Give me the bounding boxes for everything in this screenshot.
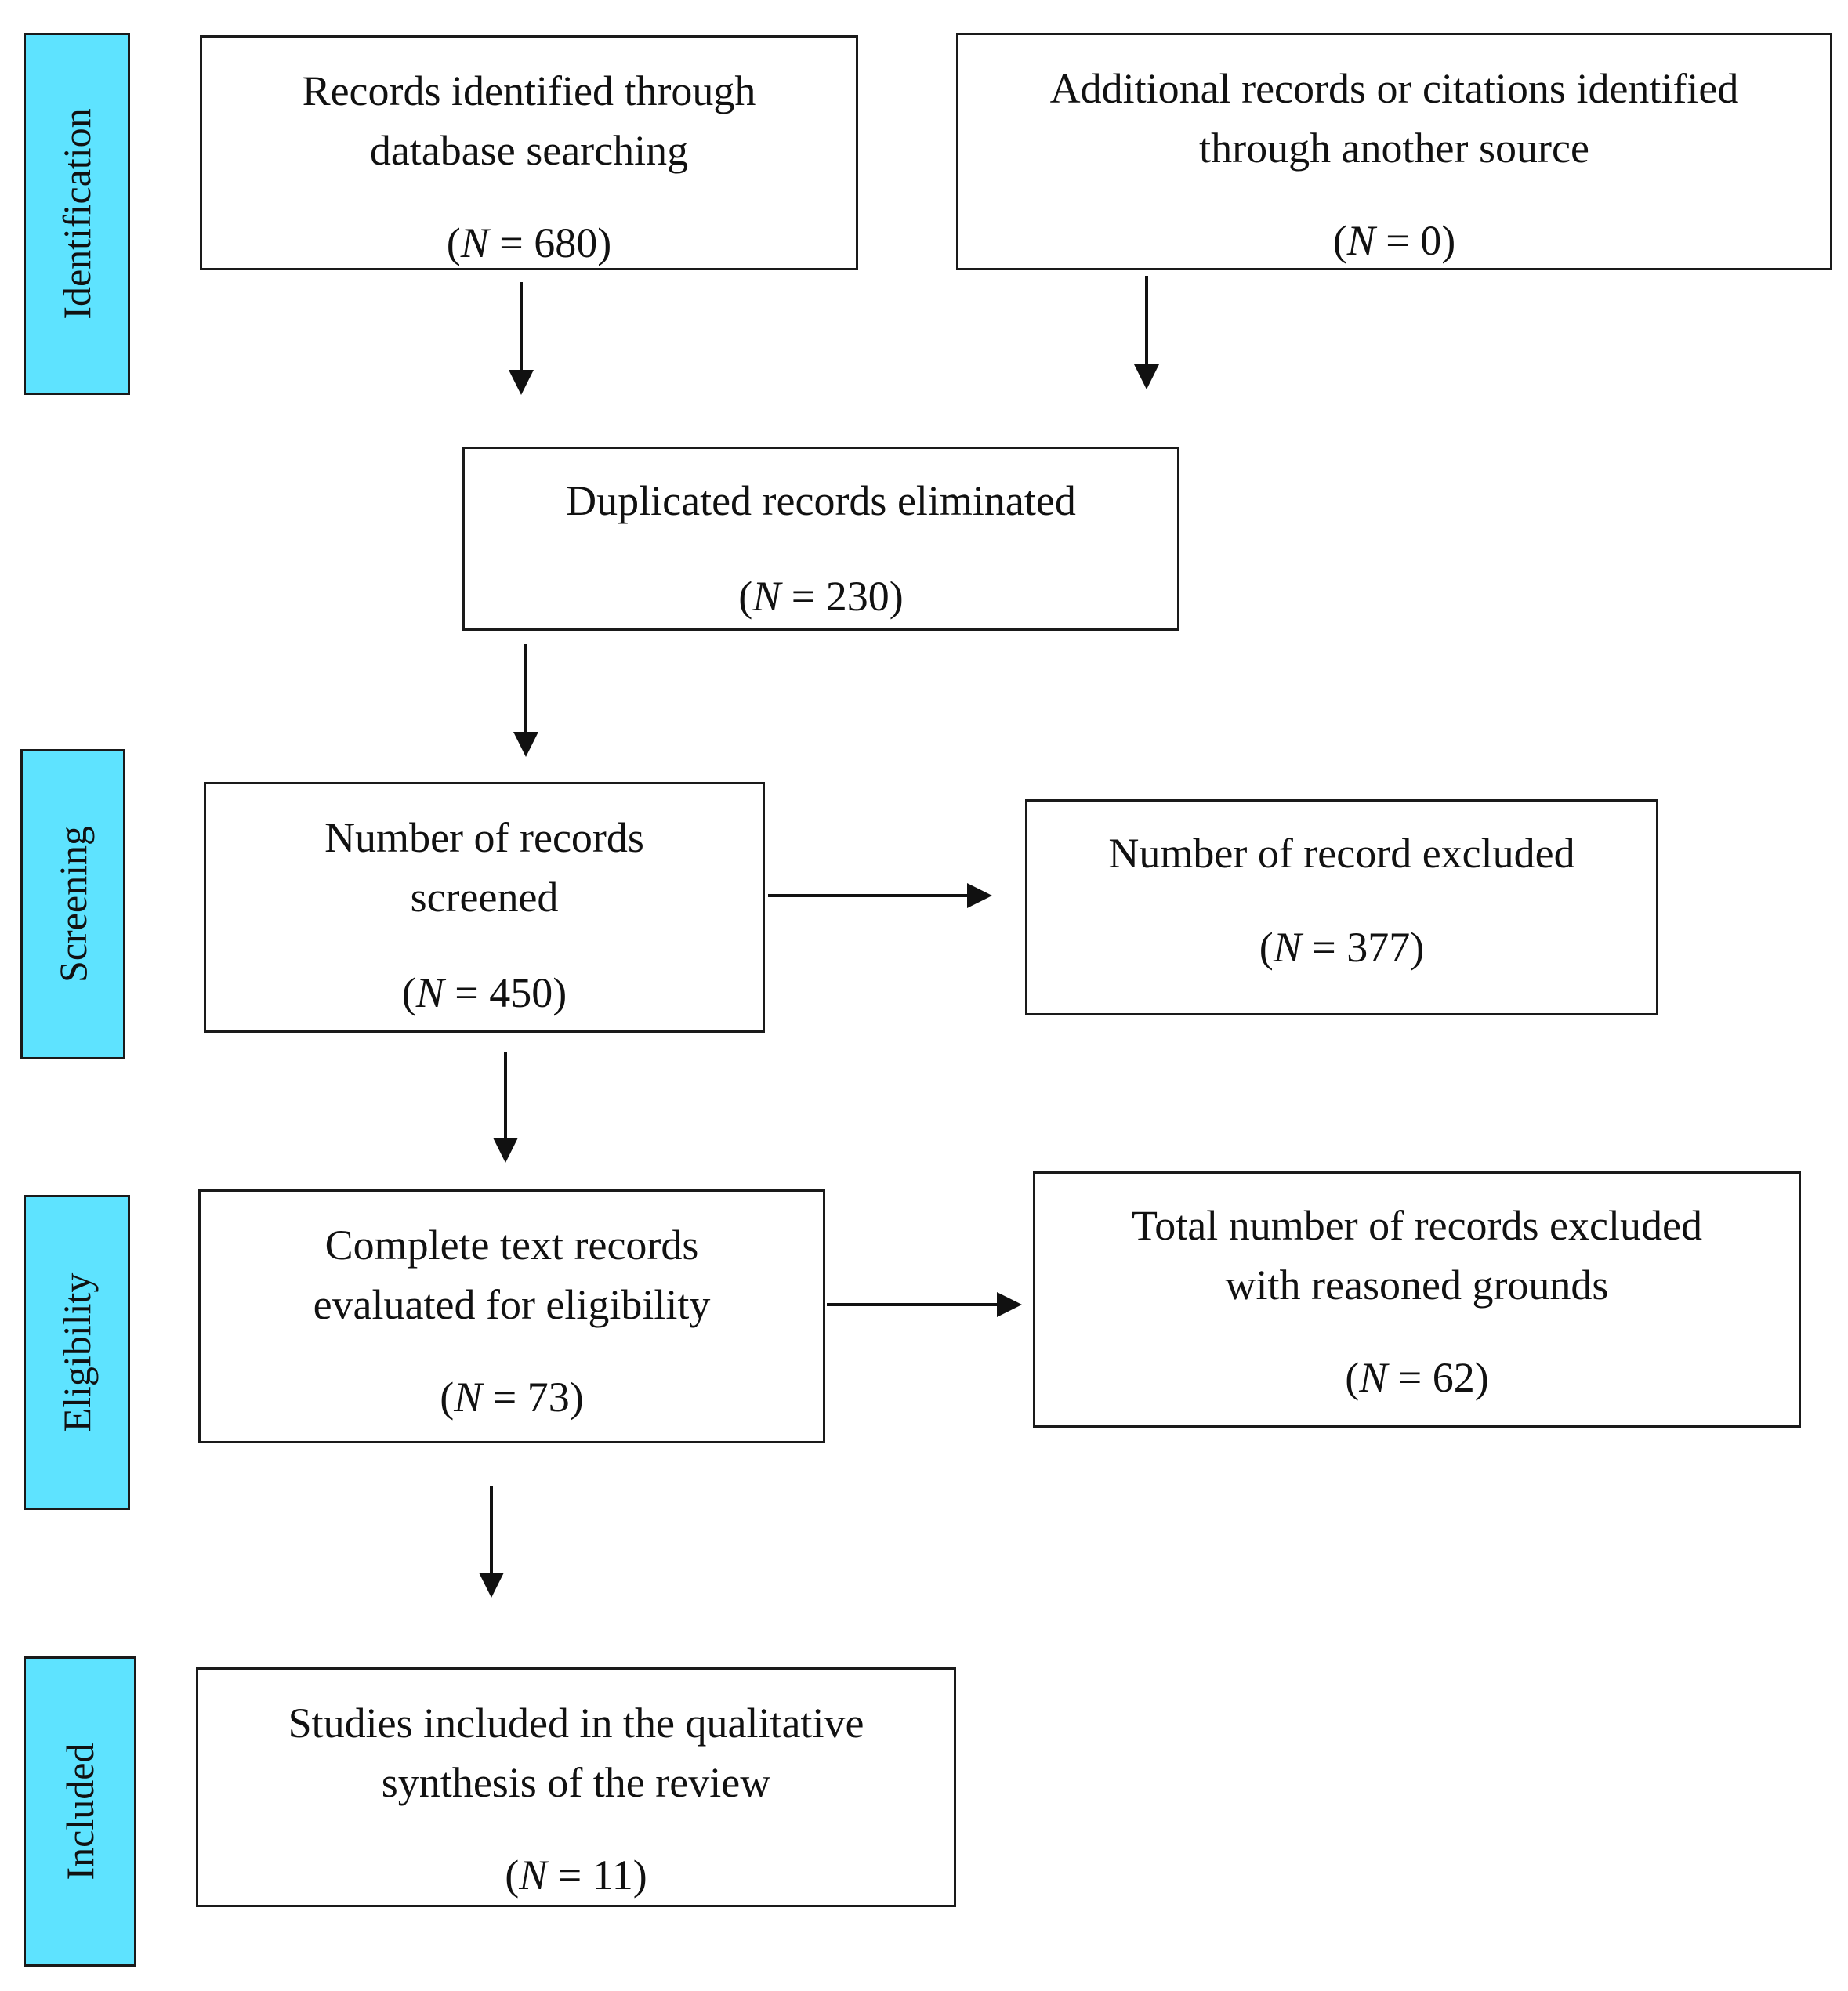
database-line-1: Records identified through (302, 67, 756, 114)
additional-line-2: through another source (1199, 125, 1589, 172)
excluded-line-1: Number of record excluded (1108, 830, 1575, 877)
stage-eligibility: Eligibility (24, 1195, 130, 1510)
included-line-2: synthesis of the review (381, 1759, 771, 1806)
additional-line-1: Additional records or citations identifi… (1049, 65, 1739, 112)
box-records-screened: Number of records screened (N = 450) (204, 782, 765, 1033)
included-line-1: Studies included in the qualitative (288, 1700, 864, 1747)
box-fulltext-eligibility: Complete text records evaluated for elig… (198, 1189, 825, 1443)
fulltext-excluded-line-1: Total number of records excluded (1132, 1202, 1702, 1249)
stage-screening: Screening (20, 749, 125, 1059)
fulltext-line-2: evaluated for eligibility (313, 1281, 711, 1328)
duplicates-line-1: Duplicated records eliminated (566, 477, 1076, 524)
included-count: (N = 11) (505, 1852, 647, 1899)
screened-line-1: Number of records (324, 814, 644, 861)
fulltext-excluded-count: (N = 62) (1345, 1354, 1489, 1401)
box-database-records: Records identified through database sear… (200, 35, 858, 270)
fulltext-count: (N = 73) (440, 1374, 584, 1421)
box-studies-included: Studies included in the qualitative synt… (196, 1667, 956, 1907)
database-line-2: database searching (369, 127, 689, 174)
box-records-excluded: Number of record excluded (N = 377) (1025, 799, 1658, 1015)
box-fulltext-excluded: Total number of records excluded with re… (1033, 1171, 1801, 1428)
duplicates-count: (N = 230) (738, 573, 904, 620)
screened-line-2: screened (410, 874, 559, 921)
stage-included: Included (24, 1656, 136, 1967)
fulltext-excluded-line-2: with reasoned grounds (1225, 1262, 1609, 1309)
box-additional-records: Additional records or citations identifi… (956, 33, 1832, 270)
screened-count: (N = 450) (401, 969, 567, 1016)
database-count: (N = 680) (446, 219, 612, 266)
additional-count: (N = 0) (1332, 217, 1456, 264)
excluded-count: (N = 377) (1259, 924, 1425, 971)
box-duplicates-eliminated: Duplicated records eliminated (N = 230) (462, 447, 1179, 631)
fulltext-line-1: Complete text records (324, 1222, 699, 1269)
stage-identification: Identification (24, 33, 130, 395)
